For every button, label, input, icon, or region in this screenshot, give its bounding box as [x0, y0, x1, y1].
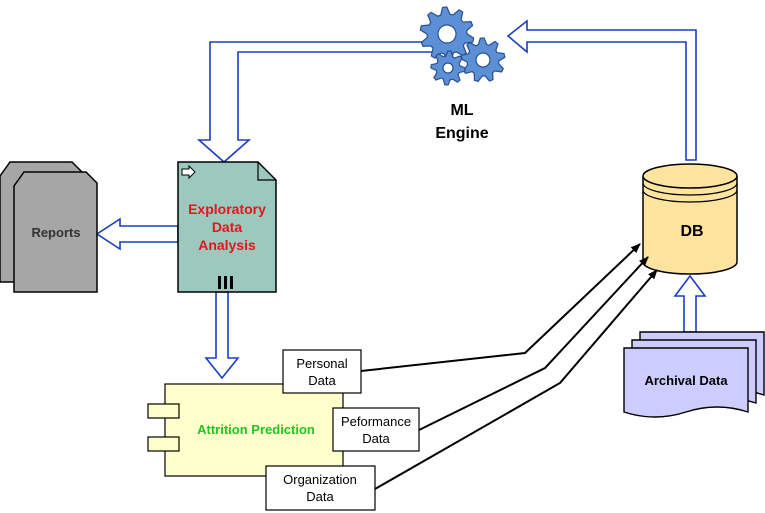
- arrow-db-to-ml: [506, 19, 697, 161]
- reports-label: Reports: [31, 225, 80, 240]
- connector-performance-to-db: [418, 256, 649, 431]
- performance-data-box: [332, 407, 420, 452]
- attrition-label: Attrition Prediction: [197, 422, 315, 437]
- arrow-archival-to-db: [673, 274, 707, 333]
- eda-label-line1: Exploratory: [188, 201, 266, 217]
- archival-label: Archival Data: [644, 373, 728, 388]
- arrow-eda-to-reports: [95, 217, 179, 251]
- performance-data-label-line2: Data: [362, 431, 390, 446]
- archival-document-stack: [623, 331, 765, 418]
- eda-document: [177, 161, 277, 293]
- reports-document-stack: [0, 161, 98, 293]
- eda-label-line2: Data: [212, 219, 243, 235]
- organization-data-box: [265, 465, 376, 511]
- organization-data-label-line2: Data: [306, 489, 334, 504]
- ml-engine-label-line1: ML: [450, 102, 473, 119]
- organization-data-label-line1: Organization: [283, 472, 357, 487]
- personal-data-box: [282, 349, 362, 394]
- bars-icon: [218, 276, 233, 289]
- arrow-right-icon: [181, 164, 196, 180]
- gears-icon: [419, 6, 506, 86]
- attrition-component: [147, 383, 344, 477]
- arrow-eda-to-attrition: [204, 291, 240, 380]
- ml-engine-label-line2: Engine: [435, 125, 488, 142]
- personal-data-label-line2: Data: [308, 373, 336, 388]
- arrow-ml-to-eda: [196, 41, 439, 164]
- connector-personal-to-db: [360, 243, 641, 372]
- eda-label-line3: Analysis: [198, 237, 256, 253]
- connector-organization-to-db: [374, 269, 658, 490]
- performance-data-label-line1: Peformance: [341, 414, 411, 429]
- db-label: DB: [680, 223, 703, 240]
- db-cylinder: [642, 163, 738, 275]
- personal-data-label-line1: Personal: [296, 356, 347, 371]
